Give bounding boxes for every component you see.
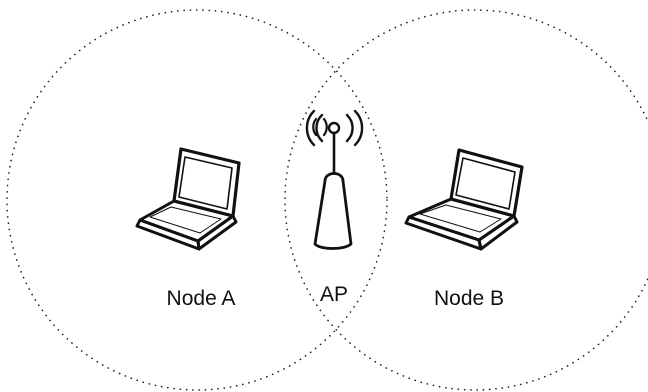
node-a-label: Node A [167, 287, 236, 310]
node-b-laptop-icon [404, 148, 524, 251]
access-point-label: AP [320, 283, 348, 306]
wireless-signal-icon [305, 109, 364, 147]
wireless-access-point-icon [305, 109, 364, 250]
node-b-range-circle [284, 9, 648, 391]
node-a-laptop-icon [135, 147, 241, 251]
node-a-range-circle [6, 9, 388, 391]
node-b-label: Node B [434, 287, 504, 310]
